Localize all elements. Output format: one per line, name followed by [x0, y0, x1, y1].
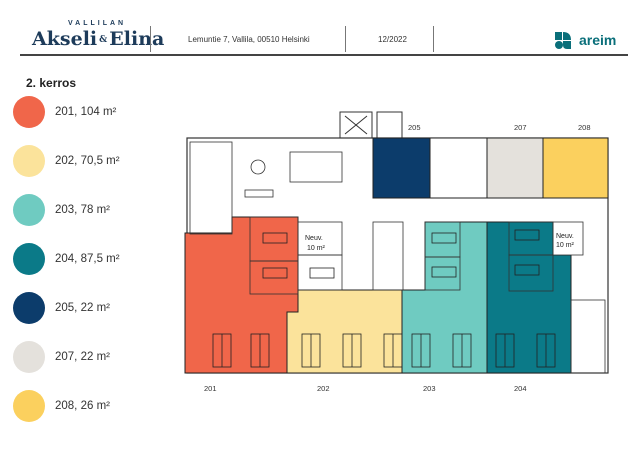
areim-logo: areim: [553, 30, 616, 50]
date: 12/2022: [378, 35, 407, 44]
legend-label: 201, 104 m²: [55, 106, 117, 118]
legend-swatch: [13, 390, 45, 422]
meeting-table: [262, 267, 288, 279]
legend-item: 204, 87,5 m²: [13, 243, 120, 275]
logo-text: areim: [579, 32, 617, 48]
legend-label: 202, 70,5 m²: [55, 155, 120, 167]
divider: [150, 26, 151, 52]
space-206: [429, 137, 488, 199]
meeting-room-1-area: 10 m²: [307, 245, 326, 252]
common-areas: [189, 141, 606, 374]
legend-item: 201, 104 m²: [13, 96, 116, 128]
meeting-room-1-label: Neuv.: [305, 235, 323, 242]
brand-amp: &: [99, 35, 108, 45]
space-205[interactable]: [372, 137, 431, 199]
meeting-table: [431, 232, 457, 244]
header-rule: [20, 54, 628, 56]
legend-swatch: [13, 145, 45, 177]
areim-logo-icon: [555, 32, 571, 49]
meeting-room-2-area: 10 m²: [556, 242, 575, 249]
divider: [433, 26, 434, 52]
label-205: 205: [408, 123, 421, 132]
legend-label: 204, 87,5 m²: [55, 253, 120, 265]
meeting-table: [309, 267, 335, 279]
meeting-table: [431, 266, 457, 278]
floor-title: 2. kerros: [26, 76, 77, 90]
divider: [345, 26, 346, 52]
legend-label: 203, 78 m²: [55, 204, 110, 216]
legend-swatch: [13, 243, 45, 275]
legend-item: 208, 26 m²: [13, 390, 110, 422]
legend-label: 207, 22 m²: [55, 351, 110, 363]
legend-label: 205, 22 m²: [55, 302, 110, 314]
space-202[interactable]: [286, 289, 403, 374]
space-208[interactable]: [542, 137, 609, 199]
brand-tagline: VALLILAN: [68, 20, 127, 27]
legend-item: 203, 78 m²: [13, 194, 110, 226]
label-203: 203: [423, 384, 436, 393]
label-201: 201: [204, 384, 217, 393]
legend-swatch: [13, 341, 45, 373]
address: Lemuntie 7, Vallila, 00510 Helsinki: [188, 35, 310, 44]
meeting-table: [514, 229, 540, 241]
label-202: 202: [317, 384, 330, 393]
meeting-table: [262, 232, 288, 244]
legend-label: 208, 26 m²: [55, 400, 110, 412]
space-207[interactable]: [486, 137, 544, 199]
legend-item: 202, 70,5 m²: [13, 145, 120, 177]
label-204: 204: [514, 384, 527, 393]
legend-item: 205, 22 m²: [13, 292, 110, 324]
space-201[interactable]: [184, 216, 299, 374]
meeting-room-2-label: Neuv.: [556, 233, 574, 240]
meeting-table: [514, 264, 540, 276]
legend-swatch: [13, 194, 45, 226]
legend-swatch: [13, 96, 45, 128]
label-208: 208: [578, 123, 591, 132]
legend-item: 207, 22 m²: [13, 341, 110, 373]
brand-name-1: Akseli: [32, 28, 98, 50]
legend-swatch: [13, 292, 45, 324]
label-207: 207: [514, 123, 527, 132]
